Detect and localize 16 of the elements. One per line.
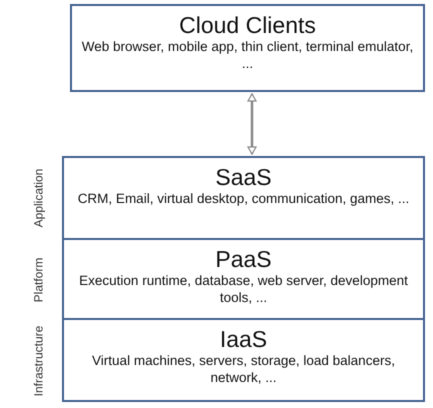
layer-box (62, 320, 425, 402)
layer-box (62, 240, 425, 320)
layer-description: Web browser, mobile app, thin client, terminal emulator, ... (80, 38, 414, 72)
layer-box (62, 156, 425, 240)
layer-box (70, 4, 425, 92)
layer-title: SaaS (215, 164, 272, 190)
side-label: Application (30, 168, 45, 228)
layer-description: CRM, Email, virtual desktop, communication, games, ... (76, 190, 410, 207)
layer-description: Virtual machines, servers, storage, load balancers, network, ... (91, 352, 396, 386)
layer-title: PaaS (215, 246, 272, 272)
layer-title: Cloud Clients (179, 12, 316, 38)
layer-title: IaaS (220, 326, 268, 352)
double-arrow (247, 93, 257, 155)
side-label: Infrastructure (30, 326, 45, 396)
side-label: Platform (30, 258, 45, 302)
layer-description: Execution runtime, database, web server, development tools, ... (78, 272, 409, 306)
